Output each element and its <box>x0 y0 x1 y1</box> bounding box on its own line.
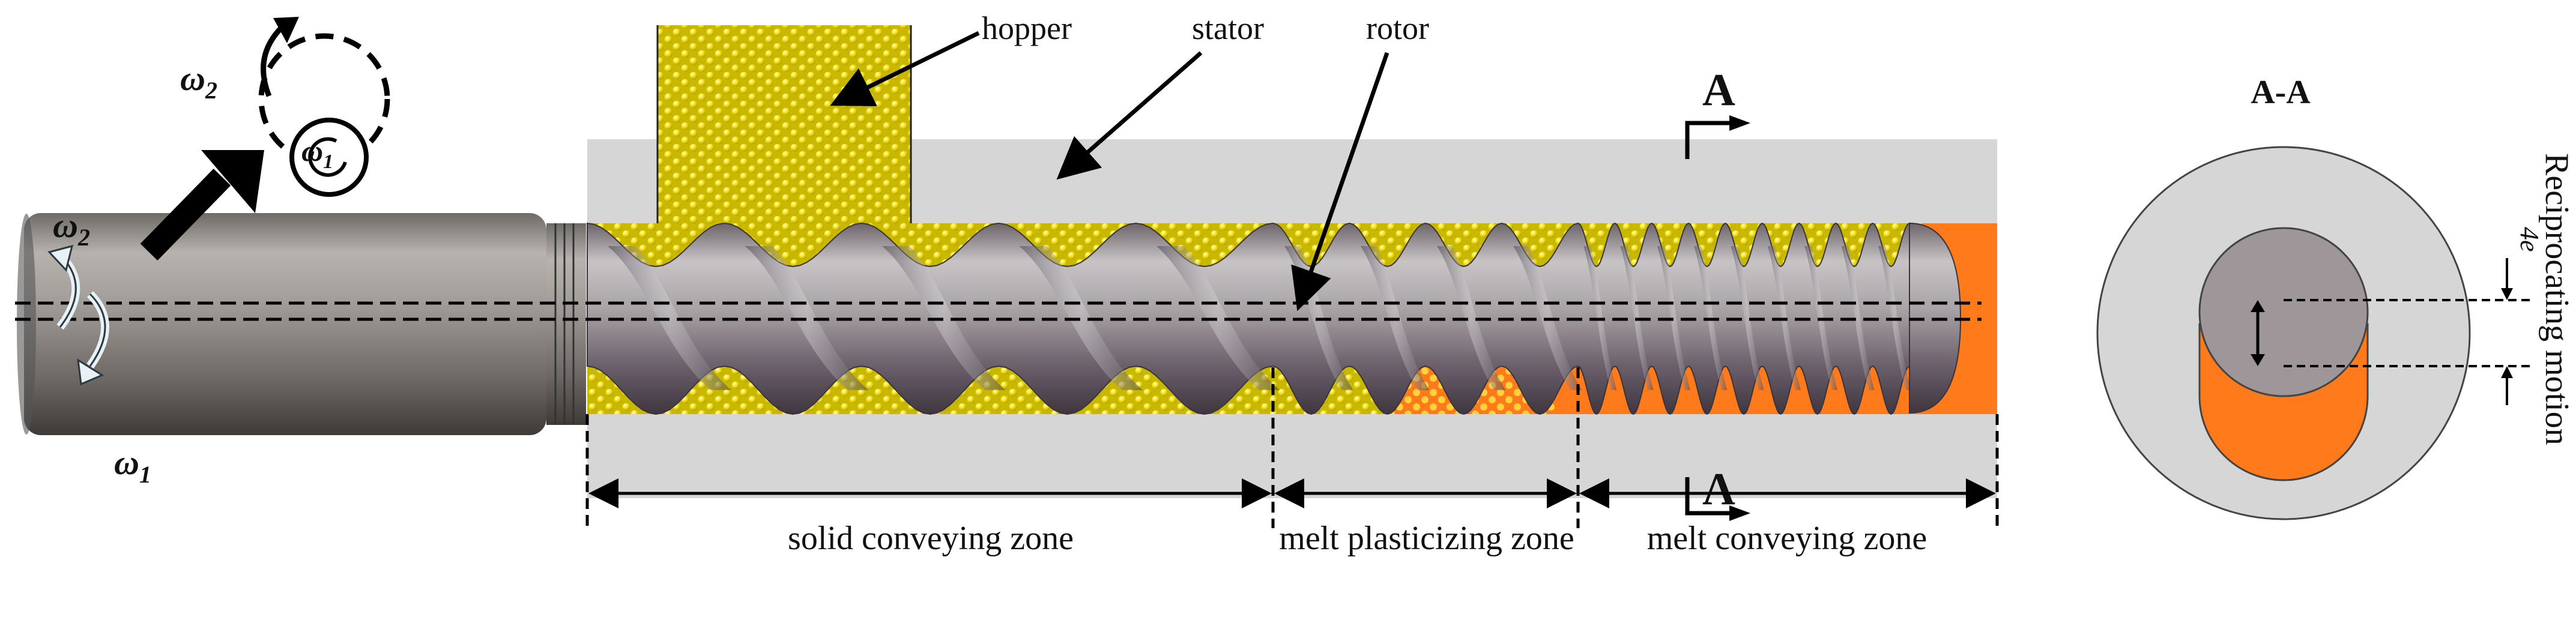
zone-label-plasticizing: melt plasticizing zone <box>1279 520 1574 557</box>
section-title: A-A <box>2251 74 2311 111</box>
cross-section-view <box>2096 146 2534 520</box>
rotor-label: rotor <box>1366 10 1429 46</box>
omega2-top-label: ω2 <box>180 59 217 104</box>
rotor-flight <box>1841 246 1875 390</box>
section-letter-bottom: A <box>1702 464 1735 514</box>
section-letter-top: A <box>1702 65 1735 115</box>
rotor-flight <box>1437 246 1506 390</box>
zone-label-conveying: melt conveying zone <box>1647 520 1927 557</box>
hopper-body <box>658 25 911 223</box>
omega1-top-label: ω1 <box>301 134 333 173</box>
eccentricity-label: 4e <box>2515 227 2544 252</box>
orbit-icon <box>258 17 390 197</box>
zone-label-solid: solid conveying zone <box>788 520 1074 557</box>
rotor-leader <box>1291 52 1389 312</box>
omega1-left-label: ω1 <box>114 443 151 488</box>
rotation-arrow-omega1 <box>77 291 109 386</box>
stator-label: stator <box>1192 10 1264 46</box>
rotor-flight <box>745 246 869 390</box>
section-marker-top <box>1685 115 1750 159</box>
reciprocating-label: Reciprocating motion <box>2538 153 2575 445</box>
hopper-leader <box>830 31 980 106</box>
rotor-flight <box>608 246 731 390</box>
rotor-flight <box>1019 246 1143 390</box>
stator-leader <box>1056 51 1203 180</box>
omega2-left-label: ω2 <box>53 206 90 251</box>
drive-shaft <box>24 213 546 435</box>
rotor-flight <box>1731 246 1764 390</box>
zone-dimensions <box>585 367 1999 528</box>
shaft-collar <box>546 223 586 425</box>
rotor-flight <box>882 246 1006 390</box>
section-rotor <box>2198 227 2369 397</box>
drive-shaft-end <box>17 214 36 435</box>
rotation-arrow-omega2 <box>47 244 80 330</box>
section-marker-bottom <box>1685 477 1750 521</box>
rotor-flight <box>1156 246 1280 390</box>
rotor-flight <box>1657 246 1691 390</box>
hopper-label: hopper <box>982 10 1072 46</box>
orbit-direction-arrow <box>140 150 264 260</box>
